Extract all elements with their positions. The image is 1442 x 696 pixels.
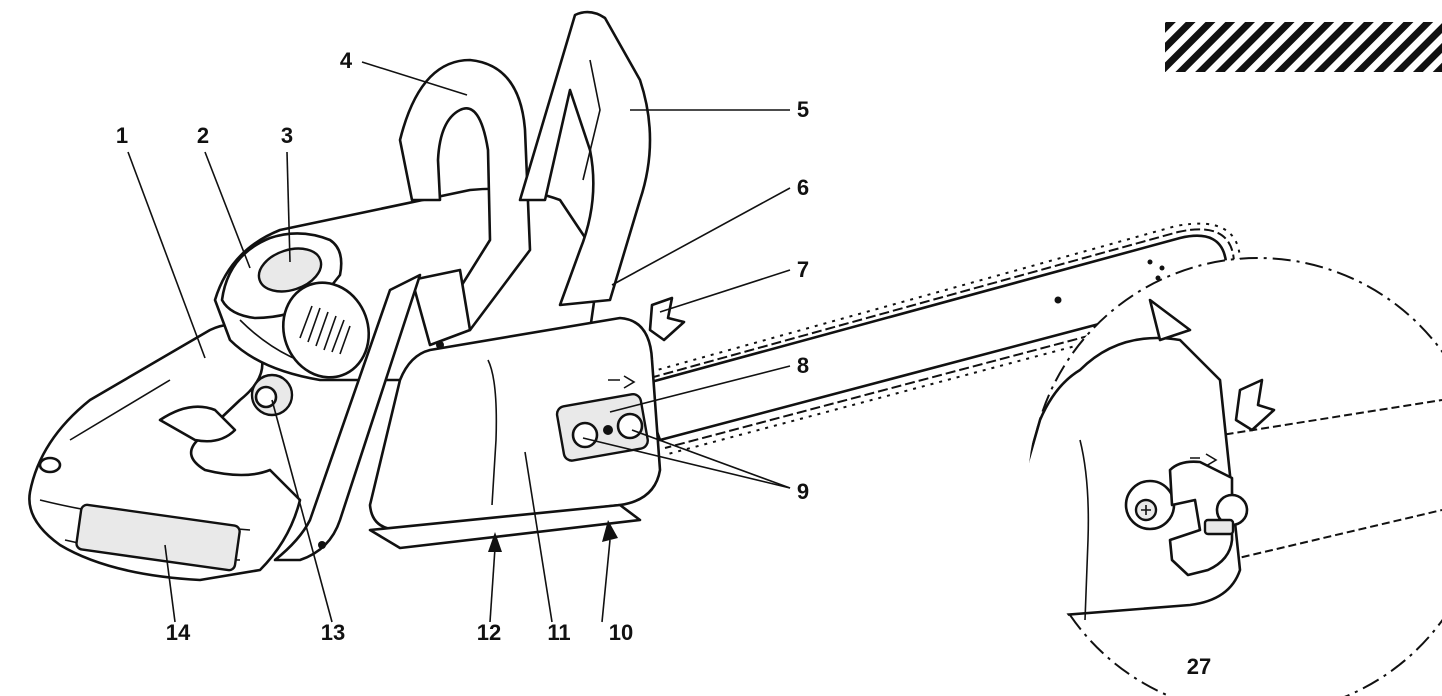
bumper-spike <box>648 296 686 342</box>
callout-9: 9 <box>797 479 809 504</box>
callout-14: 14 <box>166 620 191 645</box>
starter-housing <box>281 281 371 379</box>
arrow-12 <box>488 532 502 552</box>
hatched-language-tab <box>1165 22 1442 72</box>
tensioner-lever <box>1124 460 1249 577</box>
callout-10: 10 <box>609 620 633 645</box>
callout-3: 3 <box>281 123 293 148</box>
callout-13: 13 <box>321 620 345 645</box>
callout-7: 7 <box>797 257 809 282</box>
leader-lines <box>127 61 1206 659</box>
chain-catcher <box>368 503 642 550</box>
callout-labels: 1 2 3 4 5 6 7 8 9 10 11 12 13 14 27 <box>116 48 1211 679</box>
callout-2: 2 <box>197 123 209 148</box>
callout-1: 1 <box>116 123 128 148</box>
callout-11: 11 <box>547 620 570 645</box>
throttle-trigger <box>158 405 237 443</box>
arrow-10 <box>602 520 618 542</box>
inset-detail <box>1028 257 1442 696</box>
callout-5: 5 <box>797 97 809 122</box>
callout-27: 27 <box>1187 654 1211 679</box>
rear-handle <box>28 323 302 582</box>
callout-8: 8 <box>797 353 809 378</box>
callout-4: 4 <box>340 48 353 73</box>
sprocket-cover <box>368 316 662 532</box>
front-handle <box>398 58 532 349</box>
frame-bar <box>273 273 422 562</box>
front-hand-guard <box>518 10 652 307</box>
callout-6: 6 <box>797 175 809 200</box>
stop-switch <box>250 373 294 417</box>
callout-12: 12 <box>477 620 501 645</box>
